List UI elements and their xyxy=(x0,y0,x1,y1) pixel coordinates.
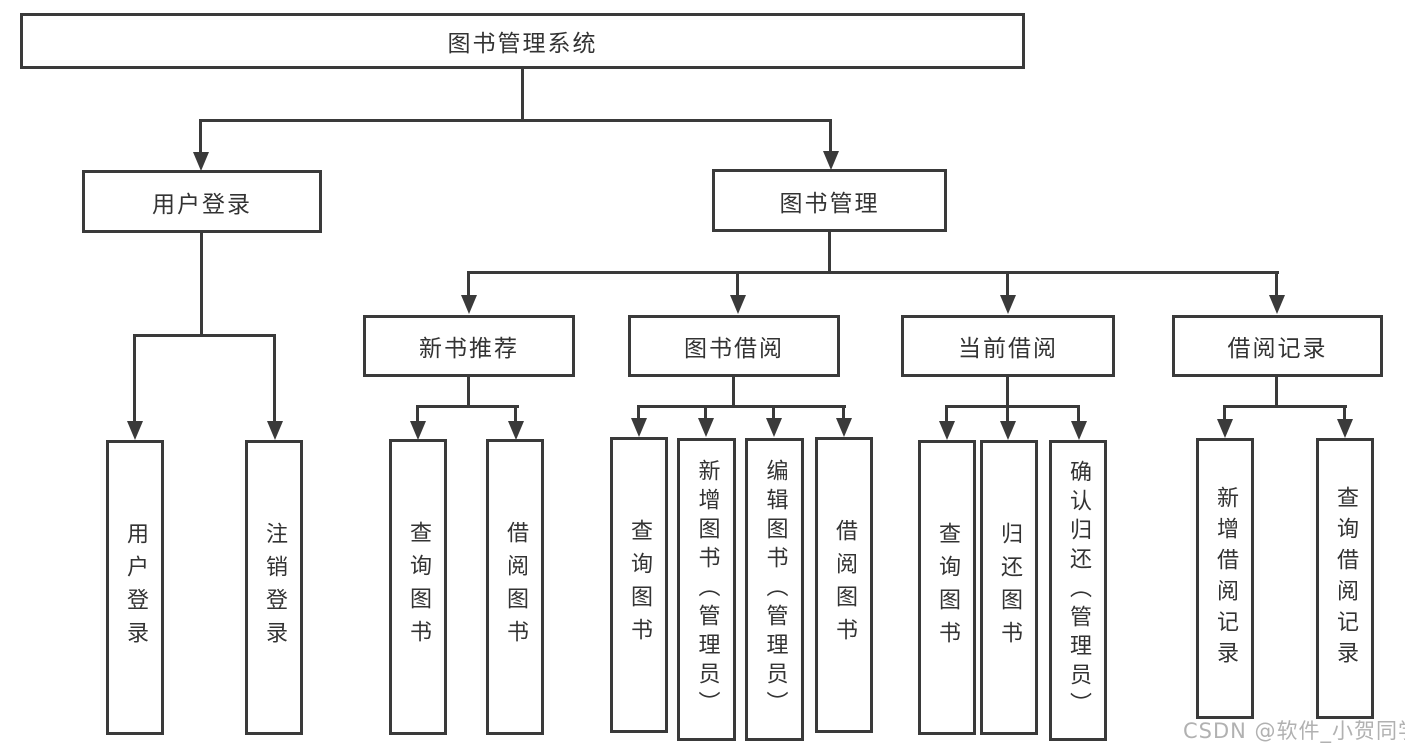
leaf-bb-edit-books-admin: 编辑图书（管理员） xyxy=(745,438,804,741)
connector-stem-bb-query xyxy=(637,405,640,419)
connector-br-hbar xyxy=(1223,405,1347,408)
leaf-cb-query-books: 查询图书 xyxy=(918,440,976,735)
arrowhead-bb-query xyxy=(631,418,647,437)
node-user-login: 用户登录 xyxy=(82,170,322,233)
connector-stem-bb-edit xyxy=(772,405,775,419)
connector-stem-br-query xyxy=(1343,405,1346,420)
node-book-management: 图书管理 xyxy=(712,169,947,232)
leaf-br-query-record: 查询借阅记录 xyxy=(1316,438,1374,719)
connector-stem-nb-borrow xyxy=(514,405,517,422)
connector-stem-current-borrowing xyxy=(1006,271,1009,296)
connector-bb-trunk xyxy=(732,377,735,408)
leaf-br-add-record: 新增借阅记录 xyxy=(1196,438,1254,719)
leaf-bb-borrow-books: 借阅图书 xyxy=(815,437,873,733)
node-current-borrowing: 当前借阅 xyxy=(901,315,1115,377)
connector-bb-hbar xyxy=(637,405,846,408)
connector-book-management-hbar xyxy=(467,271,1279,274)
arrowhead-nb-borrow xyxy=(508,421,524,440)
arrowhead-ul-user-login xyxy=(127,421,143,440)
connector-stem-user-login xyxy=(199,119,202,153)
connector-book-management-trunk xyxy=(828,232,831,274)
connector-user-login-hbar xyxy=(133,334,276,337)
arrowhead-bb-add xyxy=(698,418,714,437)
arrowhead-nb-query xyxy=(410,421,426,440)
leaf-logout: 注销登录 xyxy=(245,440,303,735)
arrowhead-borrowing-records xyxy=(1269,295,1285,314)
connector-stem-cb-confirm xyxy=(1077,405,1080,422)
arrowhead-br-query xyxy=(1337,419,1353,438)
arrowhead-current-borrowing xyxy=(1000,295,1016,314)
leaf-bb-query-books: 查询图书 xyxy=(610,437,668,733)
connector-cb-hbar xyxy=(945,405,1080,408)
arrowhead-bb-edit xyxy=(766,418,782,437)
arrowhead-bb-borrow xyxy=(836,418,852,437)
connector-stem-bb-add xyxy=(704,405,707,419)
connector-stem-cb-query xyxy=(945,405,948,422)
connector-stem-borrowing-records xyxy=(1275,271,1278,296)
node-root: 图书管理系统 xyxy=(20,13,1025,69)
connector-stem-new-book-recommend xyxy=(467,271,470,296)
connector-user-login-trunk xyxy=(200,233,203,337)
leaf-cb-confirm-return-admin: 确认归还（管理员） xyxy=(1049,440,1107,741)
connector-stem-nb-query xyxy=(416,405,419,422)
arrowhead-user-login xyxy=(193,152,209,171)
connector-nb-hbar xyxy=(416,405,519,408)
node-new-book-recommend: 新书推荐 xyxy=(363,315,575,377)
leaf-cb-return-books: 归还图书 xyxy=(980,440,1038,735)
arrowhead-br-add xyxy=(1217,419,1233,438)
arrowhead-book-borrowing xyxy=(730,295,746,314)
leaf-nb-borrow-books: 借阅图书 xyxy=(486,439,544,735)
arrowhead-new-book-recommend xyxy=(461,295,477,314)
csdn-watermark: CSDN @软件_小贺同学 xyxy=(1183,719,1405,743)
arrowhead-ul-logout xyxy=(267,421,283,440)
connector-stem-bb-borrow xyxy=(842,405,845,419)
connector-cb-trunk xyxy=(1006,377,1009,408)
arrowhead-cb-query xyxy=(939,421,955,440)
connector-br-trunk xyxy=(1275,377,1278,408)
arrowhead-book-management xyxy=(823,151,839,170)
arrowhead-cb-confirm xyxy=(1071,421,1087,440)
connector-stem-cb-return xyxy=(1006,405,1009,422)
node-borrowing-records: 借阅记录 xyxy=(1172,315,1383,377)
leaf-nb-query-books: 查询图书 xyxy=(389,439,447,735)
arrowhead-cb-return xyxy=(1000,421,1016,440)
connector-stem-ul-logout xyxy=(273,334,276,422)
connector-stem-book-borrowing xyxy=(736,271,739,296)
node-book-borrowing: 图书借阅 xyxy=(628,315,840,377)
connector-stem-book-management xyxy=(829,119,832,152)
leaf-user-login: 用户登录 xyxy=(106,440,164,735)
connector-root-hbar xyxy=(199,119,832,122)
connector-nb-trunk xyxy=(467,377,470,408)
connector-stem-ul-user-login xyxy=(133,334,136,422)
connector-root-trunk xyxy=(521,69,524,122)
connector-stem-br-add xyxy=(1223,405,1226,420)
leaf-bb-add-books-admin: 新增图书（管理员） xyxy=(677,438,736,741)
